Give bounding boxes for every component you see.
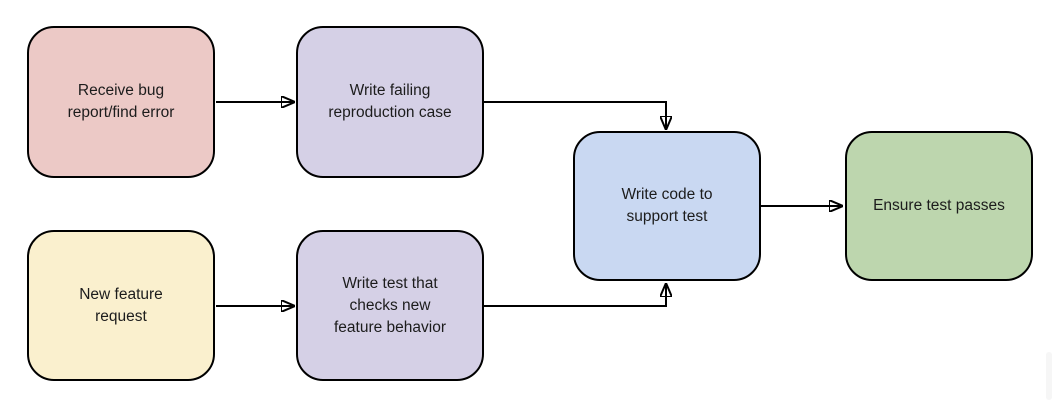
node-write-failing-reproduction-case-label: Write failing reproduction case [328,82,452,121]
arrow-repro-to-code [484,101,666,130]
node-write-code-to-support-test: Write code to support test [573,131,761,281]
arrow-test-to-code [484,283,666,307]
scrollbar-fragment [1046,352,1052,400]
node-receive-bug-report-label: Receive bug report/find error [67,82,175,121]
node-write-test-checks-new-feature-label: Write test that checks new feature behav… [333,274,447,336]
node-new-feature-request: New feature request [27,230,215,381]
node-write-test-checks-new-feature: Write test that checks new feature behav… [296,230,484,381]
node-ensure-test-passes-label: Ensure test passes [873,197,1005,214]
node-ensure-test-passes: Ensure test passes [845,131,1033,281]
node-write-code-to-support-test-label: Write code to support test [621,186,713,225]
node-write-failing-reproduction-case: Write failing reproduction case [296,26,484,178]
node-receive-bug-report: Receive bug report/find error [27,26,215,178]
node-new-feature-request-label: New feature request [79,285,163,325]
